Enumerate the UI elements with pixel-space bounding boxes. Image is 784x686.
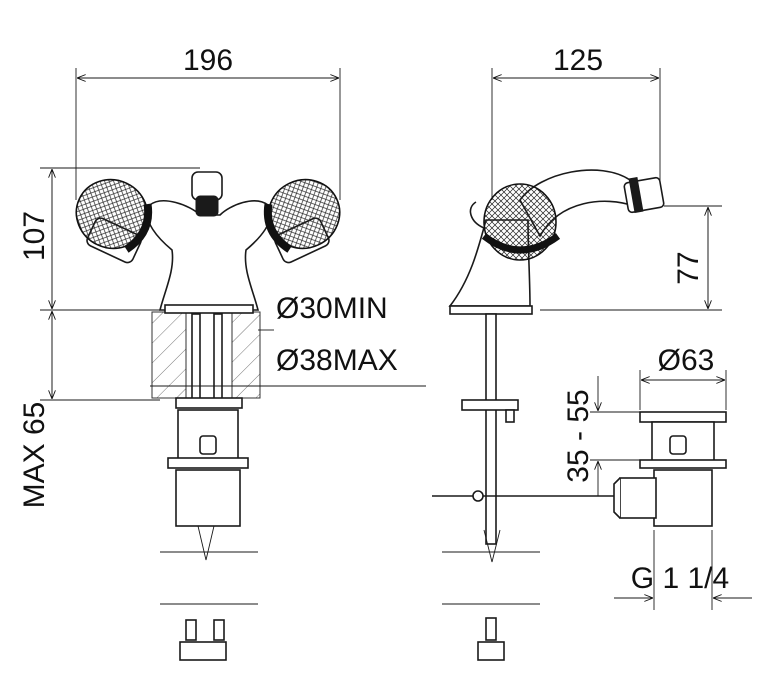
label-front-width: 196 [183,44,233,77]
dim-waste-range [590,376,640,496]
dim-deck-thickness [40,312,160,401]
side-view: 125 77 [432,44,752,661]
countertop-section [151,311,261,399]
label-hole-min: Ø30MIN [276,292,388,325]
dim-waste-diameter [639,370,727,410]
dim-spout-height [540,205,722,311]
side-mixer-body [432,169,665,661]
side-waste [613,411,727,527]
label-waste-range: 35 - 55 [562,389,595,482]
dim-front-width [75,68,341,200]
front-mixer-body [75,171,341,409]
front-waste [160,409,258,661]
dim-waste-thread [614,530,752,610]
label-hole-max: Ø38MAX [276,344,398,377]
label-waste-thread: G 1 1/4 [631,562,729,595]
label-deck-thickness: MAX 65 [18,402,51,509]
label-front-height: 107 [18,211,51,261]
dim-front-height [40,167,200,311]
front-view: 196 107 MAX 65 [18,44,426,661]
dim-side-depth [491,68,661,200]
label-spout-height: 77 [672,251,705,284]
label-side-depth: 125 [553,44,603,77]
label-waste-diameter: Ø63 [658,344,715,377]
